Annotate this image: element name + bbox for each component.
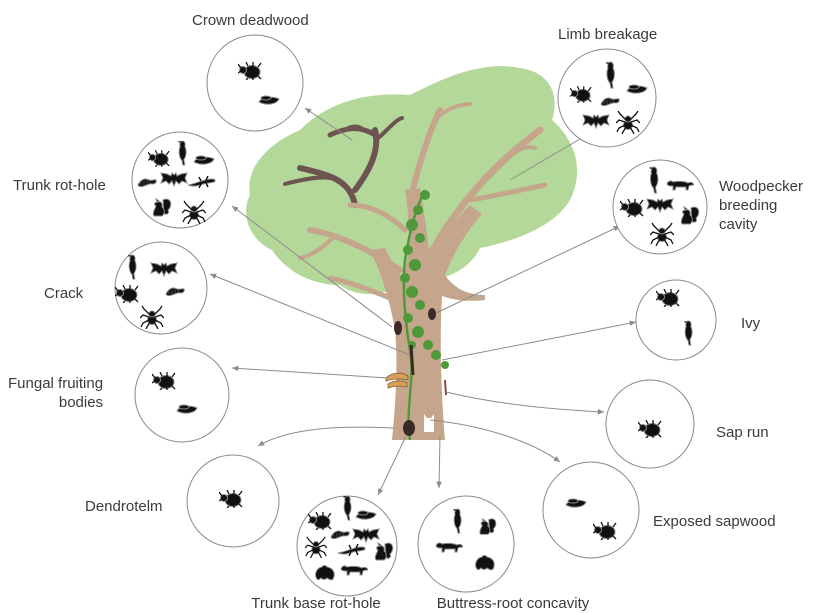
label-dendrotelm: Dendrotelm <box>85 497 163 516</box>
circle-dendrotelm <box>187 455 279 547</box>
arrow-buttress <box>439 436 440 488</box>
trunk-crack <box>411 345 413 375</box>
label-fungal: Fungal fruiting bodies <box>8 374 103 412</box>
tree-illustration <box>246 66 577 440</box>
label-woodpecker-line2: breeding <box>719 196 803 215</box>
label-woodpecker-line1: Woodpecker <box>719 177 803 196</box>
label-fungal-line1: Fungal fruiting <box>8 374 103 393</box>
arrow-ivy <box>442 322 636 360</box>
circle-exposed-sapwood <box>543 462 639 558</box>
circle-crack <box>115 242 207 334</box>
circle-sap-run <box>606 380 694 468</box>
circle-trunk-rot-hole <box>132 132 228 228</box>
label-sap-run: Sap run <box>716 423 769 442</box>
label-limb-breakage: Limb breakage <box>558 25 657 44</box>
arrow-fungal <box>232 368 388 378</box>
woodpecker-hole <box>428 308 436 320</box>
label-woodpecker-line3: cavity <box>719 215 803 234</box>
sap-run-mark <box>445 380 446 395</box>
circle-ivy <box>636 280 716 360</box>
circle-buttress-root <box>418 496 514 592</box>
label-crown-deadwood: Crown deadwood <box>192 11 309 30</box>
label-trunk-base-rot-hole: Trunk base rot-hole <box>251 594 381 613</box>
label-trunk-rot-hole: Trunk rot-hole <box>13 176 106 195</box>
circle-crown-deadwood <box>207 35 303 131</box>
arrow-exposed-sapwood <box>430 420 560 462</box>
circle-trunk-base <box>297 496 397 596</box>
label-woodpecker: Woodpecker breeding cavity <box>719 177 803 234</box>
arrow-trunk-base <box>378 436 406 495</box>
label-buttress-root: Buttress-root concavity <box>437 594 590 613</box>
rot-hole <box>394 321 402 335</box>
circle-fungal <box>135 348 229 442</box>
label-exposed-sapwood: Exposed sapwood <box>653 512 776 531</box>
label-fungal-line2: bodies <box>8 393 103 412</box>
label-ivy: Ivy <box>741 314 760 333</box>
circle-limb-breakage <box>558 49 656 147</box>
base-rot-hole <box>403 420 415 436</box>
label-crack: Crack <box>44 284 83 303</box>
arrow-dendrotelm <box>258 427 394 446</box>
arrow-sap-run <box>446 392 604 412</box>
circle-woodpecker <box>613 160 707 254</box>
